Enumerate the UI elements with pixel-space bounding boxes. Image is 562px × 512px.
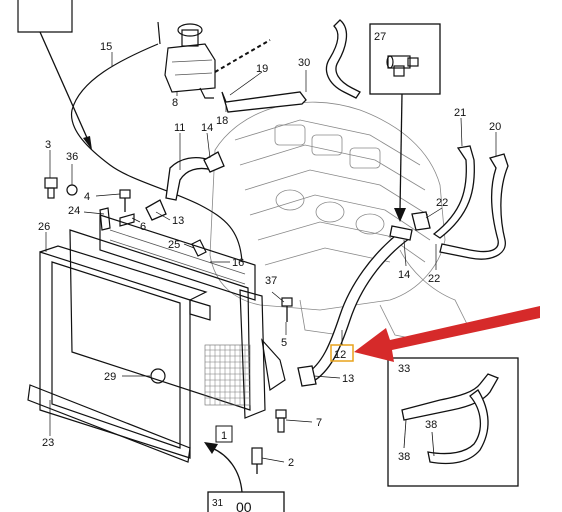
callout-11: 11 (174, 122, 185, 134)
radiator-mesh (204, 344, 251, 406)
callout-15: 15 (100, 41, 112, 53)
callout-13-lower: 13 (342, 373, 354, 385)
callout-7: 7 (316, 417, 322, 429)
callout-38-left: 38 (398, 451, 410, 463)
plug-29 (150, 368, 166, 384)
callout-25: 25 (168, 239, 180, 251)
arrow-head (83, 136, 92, 150)
callout-23: 23 (42, 437, 54, 449)
callout-26: 26 (38, 221, 50, 233)
callout-2: 2 (288, 457, 294, 469)
callout-19: 19 (256, 63, 268, 75)
hose-33 (401, 373, 499, 421)
inset-box-27 (369, 23, 441, 95)
callout-37: 37 (265, 275, 277, 287)
callout-14-upper: 14 (201, 122, 213, 134)
leader-line-31 (211, 447, 243, 493)
hose-21 (432, 145, 475, 239)
hose-15 (70, 21, 243, 263)
callout-24: 24 (68, 205, 80, 217)
hose-18 (221, 91, 307, 113)
hose-14b (389, 225, 413, 241)
callout-labels: 15 8 30 19 18 27 3 36 11 14 21 20 4 24 2… (38, 31, 501, 512)
drain-plug-2 (251, 447, 263, 474)
hose-20 (439, 153, 509, 260)
callout-6: 6 (140, 221, 146, 233)
leader-line (39, 31, 89, 141)
sensor-37 (281, 297, 293, 322)
arrow-head-31 (204, 442, 218, 454)
callout-16: 16 (232, 257, 244, 269)
hose-13b (297, 365, 317, 387)
connector-27-icon (386, 55, 419, 77)
hose-22 (411, 211, 431, 231)
hose-38 (427, 389, 489, 465)
inset-box-topleft (17, 0, 73, 33)
hose-13a (145, 199, 167, 221)
callout-13-upper: 13 (172, 215, 184, 227)
callout-21: 21 (454, 107, 466, 119)
callout-22-lower: 22 (428, 273, 440, 285)
callout-31: 31 (212, 498, 224, 509)
expansion-tank (164, 23, 216, 99)
callout-38-right: 38 (425, 419, 437, 431)
clip-25 (191, 239, 207, 257)
inset-box-31 (207, 491, 285, 512)
label-1-box (215, 425, 233, 443)
bolt-7 (275, 409, 287, 433)
callout-3: 3 (45, 139, 51, 151)
callout-14-lower: 14 (398, 269, 410, 281)
hose-14a (203, 151, 225, 173)
bolt-4 (119, 189, 131, 212)
callout-18: 18 (216, 115, 228, 127)
callout-36: 36 (66, 151, 78, 163)
inset-box-33 (387, 357, 519, 487)
callout-8: 8 (172, 97, 178, 109)
arrow-head-27 (394, 208, 406, 222)
callout-27: 27 (374, 31, 386, 43)
hose-11 (165, 157, 213, 201)
dashed-line (214, 39, 271, 73)
washer-36 (66, 184, 78, 196)
leader-38a (403, 419, 407, 449)
leader-lines (45, 52, 497, 463)
callout-5: 5 (281, 337, 287, 349)
leader-38b (431, 431, 435, 457)
callout-1: 1 (221, 430, 227, 442)
leader-line-27 (399, 93, 403, 211)
callout-12: 12 (334, 349, 346, 361)
bottom-box-glyphs: 00 (236, 499, 252, 512)
radiator-assembly (27, 207, 286, 463)
callout-30: 30 (298, 57, 310, 69)
callout-22-upper: 22 (436, 197, 448, 209)
callout-20: 20 (489, 121, 501, 133)
engine-block (209, 101, 471, 341)
callout-33: 33 (398, 363, 410, 375)
callout-29: 29 (104, 371, 116, 383)
callout-4: 4 (84, 191, 90, 203)
hose-30 (325, 19, 361, 99)
highlight-arrow (354, 306, 540, 362)
bolt-3 (44, 177, 58, 199)
